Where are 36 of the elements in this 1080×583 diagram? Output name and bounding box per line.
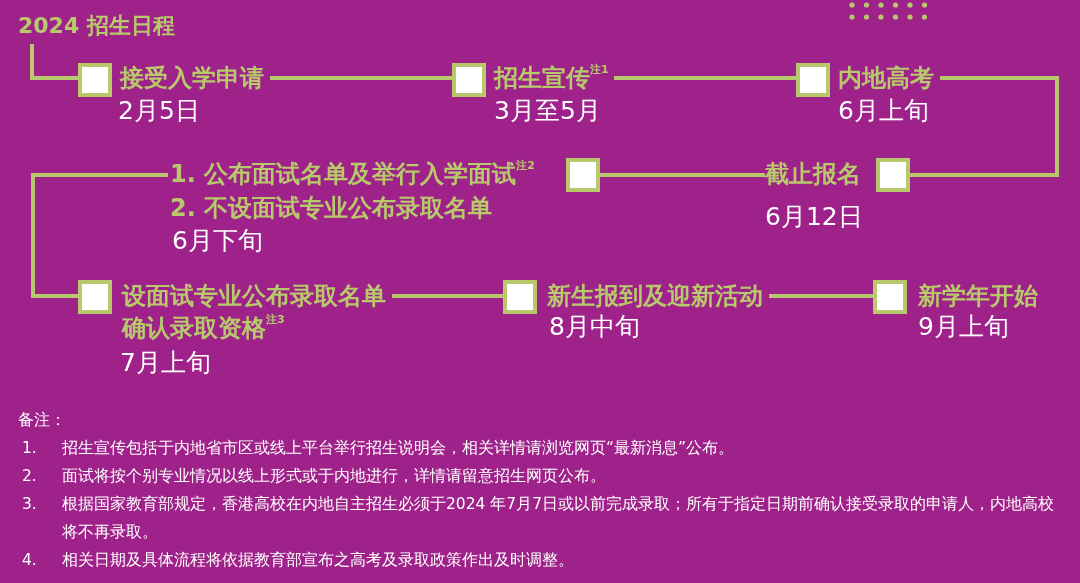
note-number: 1. [22, 438, 37, 459]
connector-line [614, 76, 796, 80]
connector-line [30, 44, 78, 80]
connector-line [769, 294, 873, 298]
step-label: 2. 不设面试专业公布录取名单 [170, 194, 493, 222]
date-label: 6月下旬 [172, 226, 263, 256]
notes-heading: 备注： [18, 410, 66, 431]
note-text: 根据国家教育部规定，香港高校在内地自主招生必须于2024 年7月7日或以前完成录取；所有于指定日期前确认接受录取的申请人，内地高校将不再录取。 [62, 494, 1056, 543]
note-number: 2. [22, 466, 37, 487]
connector-line [270, 76, 452, 80]
date-label: 6月上旬 [838, 96, 929, 126]
connector-line [31, 173, 168, 298]
note-text: 相关日期及具体流程将依据教育部宣布之高考及录取政策作出及时调整。 [62, 550, 575, 571]
note-text: 招生宣传包括于内地省市区或线上平台举行招生说明会，相关详情请浏览网页“最新消息”公布。 [62, 438, 736, 459]
step-label: 新生报到及迎新活动 [547, 282, 763, 310]
date-label: 8月中旬 [549, 312, 640, 342]
date-label: 6月12日 [765, 202, 863, 232]
date-label: 2月5日 [118, 96, 200, 126]
step-label: 招生宣传$^{注1}$ [494, 64, 609, 92]
step-label: 内地高考 [838, 64, 934, 92]
date-label: 7月上旬 [120, 348, 211, 378]
step-label: 接受入学申请 [120, 64, 264, 92]
step-label: 确认录取资格$^{注3}$ [122, 314, 285, 342]
note-text: 面试将按个别专业情况以线上形式或于内地进行，详情请留意招生网页公布。 [62, 466, 607, 487]
connector-line [600, 173, 765, 177]
date-label: 9月上旬 [918, 312, 1009, 342]
connector-line [392, 294, 503, 298]
step-label: 1. 公布面试名单及举行入学面试$^{注2}$ [170, 160, 535, 188]
step-label: 新学年开始 [918, 282, 1038, 310]
title: 2024 招生日程 [18, 12, 175, 40]
note-number: 3. [22, 494, 37, 515]
note-number: 4. [22, 550, 37, 571]
connector-line [910, 76, 1059, 177]
step-label: 截止报名 [765, 160, 861, 188]
date-label: 3月至5月 [494, 96, 601, 126]
step-label: 设面试专业公布录取名单 [122, 282, 386, 310]
